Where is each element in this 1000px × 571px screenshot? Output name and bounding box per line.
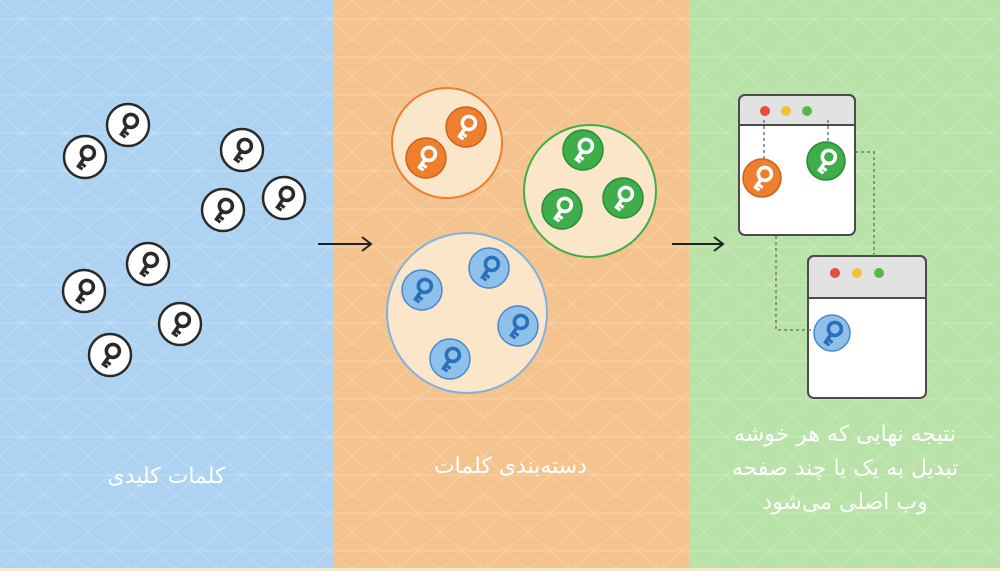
keyword-key-8: [157, 301, 203, 347]
caption-result-line-3: وب اصلی می‌شود: [762, 490, 928, 515]
caption-keywords: کلمات کلیدی: [107, 464, 226, 489]
cluster-green: [523, 124, 657, 258]
keyword-key-5: [200, 187, 246, 233]
keyword-key-2: [62, 134, 108, 180]
keyword-scatter: [61, 102, 307, 378]
browser-window-icon: [738, 94, 856, 236]
keyword-key-7: [61, 268, 107, 314]
cluster-blue: [386, 232, 548, 394]
keyword-key-6: [125, 241, 171, 287]
caption-clustering: دسته‌بندی کلمات: [433, 454, 588, 479]
browser-window-icon: [807, 255, 927, 399]
arrow-right-icon: [672, 236, 725, 252]
keyword-key-1: [105, 102, 151, 148]
caption-result-line-2: تبدیل به یک یا چند صفحه: [731, 456, 959, 481]
keyword-key-4: [261, 175, 307, 221]
keyword-key-9: [87, 332, 133, 378]
arrow-right-icon: [318, 236, 373, 252]
cluster-orange: [391, 87, 503, 199]
caption-result: نتیجه نهایی که هر خوشه تبدیل به یک یا چن…: [690, 418, 1000, 520]
keyword-key-3: [219, 127, 265, 173]
caption-result-line-1: نتیجه نهایی که هر خوشه: [734, 422, 956, 447]
